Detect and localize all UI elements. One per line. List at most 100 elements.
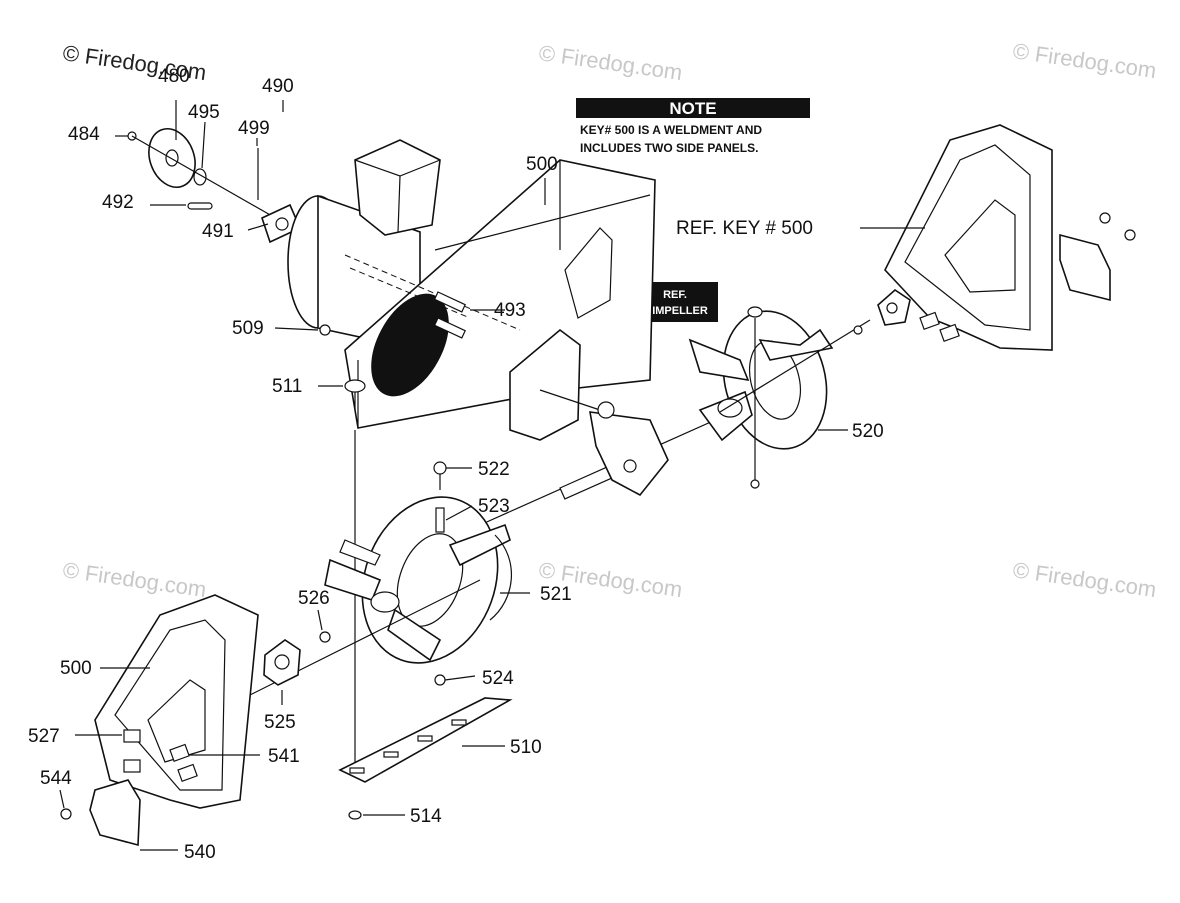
note-title: NOTE (669, 99, 716, 118)
watermark-mid-right: © Firedog.com (1011, 557, 1158, 602)
label-526: 526 (298, 588, 330, 609)
right-side-panel-cutout (944, 199, 1016, 293)
leader-491 (247, 223, 269, 231)
auger-521-flight-edge (489, 534, 513, 621)
label-495: 495 (188, 102, 220, 123)
part-labels: 480 484 490 491 492 493 495 499 500 500 … (28, 66, 884, 863)
label-491: 491 (202, 221, 234, 242)
leader-lines (59, 100, 925, 851)
nut-514 (348, 810, 362, 820)
gearbox-shaft-assembly (479, 389, 761, 526)
gearbox-mount-plate (509, 328, 581, 441)
label-523: 523 (478, 496, 510, 517)
watermark-top-center: © Firedog.com (537, 40, 684, 85)
right-skid-bracket (1059, 233, 1111, 302)
label-544: 544 (40, 768, 72, 789)
leader-523 (445, 505, 473, 521)
label-514: 514 (410, 806, 442, 827)
nut-520 (750, 479, 760, 489)
bolt-522 (433, 461, 447, 475)
label-511: 511 (272, 376, 302, 397)
right-side-panel (877, 124, 1136, 351)
housing-top-edge (434, 194, 651, 251)
right-bracket-nut-1 (1099, 212, 1111, 224)
chute-seam (397, 175, 401, 233)
label-510: 510 (510, 737, 542, 758)
label-525: 525 (264, 712, 296, 733)
note-title-bar (576, 98, 810, 118)
label-493: 493 (494, 300, 526, 321)
spacer-523 (435, 507, 445, 533)
label-ref-key-500: REF. KEY # 500 (676, 218, 813, 239)
label-490: 490 (262, 76, 294, 97)
label-524: 524 (482, 668, 514, 689)
auger-520-paddle-1 (688, 338, 750, 382)
ref-impeller-line-2: IMPELLER (652, 305, 708, 317)
input-shaft (539, 389, 601, 411)
label-500-top: 500 (526, 154, 558, 175)
label-540: 540 (184, 842, 216, 863)
label-500-bottom: 500 (60, 658, 92, 679)
screw-509 (319, 324, 331, 336)
watermark-top-right: © Firedog.com (1011, 38, 1158, 83)
leader-495 (201, 121, 206, 169)
auger-521-hub (370, 591, 400, 613)
note-line-2: INCLUDES TWO SIDE PANELS. (580, 141, 758, 155)
label-527: 527 (28, 726, 60, 747)
bearing-525 (263, 639, 301, 686)
shave-plate-slot-2 (383, 751, 399, 758)
ref-impeller-line-1: REF. (663, 289, 687, 301)
chute-opening (354, 139, 441, 236)
right-bolt-2 (919, 311, 940, 331)
auger-521-paddle-2 (387, 608, 442, 662)
shaft-dash-2 (349, 267, 471, 319)
right-bracket-nut-2 (1124, 229, 1136, 241)
label-522: 522 (478, 459, 510, 480)
bolt-520-head (747, 306, 763, 318)
note-line-1: KEY# 500 IS A WELDMENT AND (580, 123, 762, 137)
auger-521-paddle-4 (339, 539, 381, 566)
bolt-541-lower (177, 763, 198, 783)
shave-plate-slot-1 (349, 767, 365, 774)
nut-524 (434, 674, 446, 686)
shave-plate-510 (338, 697, 513, 820)
skid-540 (89, 779, 141, 847)
label-480: 480 (158, 66, 190, 87)
watermark-mid-left: © Firedog.com (61, 557, 208, 602)
washer-526 (319, 631, 331, 643)
pulley-hub (165, 149, 179, 167)
shave-plate-slot-4 (451, 719, 467, 726)
label-492: 492 (102, 192, 134, 213)
bolt-pin-hardware (239, 461, 481, 701)
gearbox-output-bearing (623, 459, 637, 473)
label-499: 499 (238, 118, 270, 139)
label-509: 509 (232, 318, 264, 339)
label-541: 541 (268, 746, 300, 767)
shaft-dash-1 (344, 254, 521, 331)
nut-544 (60, 808, 72, 820)
auger-housing-weldment (127, 128, 656, 770)
bolt-541 (169, 743, 190, 763)
left-side-panel (60, 594, 259, 847)
auger-520-shaft (719, 319, 871, 413)
right-bolt-1 (939, 323, 960, 343)
bearing-525-bore (274, 654, 290, 670)
note-box: NOTE KEY# 500 IS A WELDMENT AND INCLUDES… (576, 98, 810, 155)
label-521: 521 (540, 584, 572, 605)
housing-side-panel (564, 227, 613, 319)
auger-520 (688, 306, 871, 489)
key-492 (187, 202, 213, 210)
label-484: 484 (68, 124, 100, 145)
bolt-527 (123, 729, 141, 743)
auger-520-hub (717, 398, 743, 418)
right-bearing-hole (886, 302, 898, 314)
washer-520 (853, 325, 863, 335)
leader-526 (317, 609, 323, 631)
leader-524 (444, 675, 476, 681)
bolt-493a (433, 291, 466, 313)
flange-hole (275, 217, 289, 231)
leader-544 (59, 789, 65, 809)
gearbox (589, 411, 669, 497)
left-side-panel-cutout (147, 679, 206, 763)
